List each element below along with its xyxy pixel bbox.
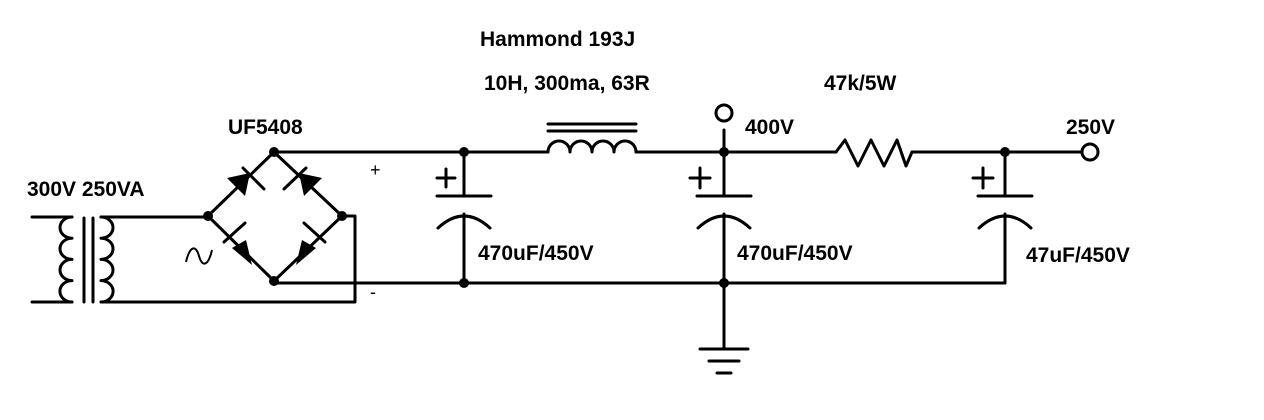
node-250v-label: 250V [1066, 116, 1115, 139]
cap3-label: 47uF/450V [1026, 244, 1130, 267]
transformer [30, 214, 357, 304]
capacitor-c1 [435, 150, 493, 285]
choke-spec-label: 10H, 300ma, 63R [484, 72, 650, 95]
rectifier-label: UF5408 [228, 116, 303, 139]
choke-inductor [546, 122, 638, 154]
cap2-label: 470uF/450V [737, 242, 853, 265]
rectifier-plus-label: + [370, 160, 381, 180]
cap1-label: 470uF/450V [478, 242, 594, 265]
node-400v-label: 400V [745, 116, 794, 139]
resistor-label: 47k/5W [824, 72, 897, 95]
terminal-250v [1080, 142, 1100, 162]
diode-d1 [227, 173, 250, 196]
diode-d4 [296, 240, 316, 265]
bridge-rectifier [185, 147, 347, 286]
ground-symbol [698, 281, 750, 375]
choke-name-label: Hammond 193J [480, 28, 635, 51]
ac-symbol [185, 247, 213, 265]
transformer-label: 300V 250VA [27, 178, 145, 201]
junctions [459, 147, 1010, 288]
capacitor-c2 [688, 150, 753, 285]
diode-d2 [299, 173, 322, 196]
resistor [834, 138, 914, 168]
rectifier-minus-label: - [370, 282, 376, 302]
capacitor-c3 [971, 150, 1034, 285]
terminal-400v [714, 103, 734, 123]
diode-d3 [232, 240, 252, 265]
wiring [272, 128, 1084, 285]
